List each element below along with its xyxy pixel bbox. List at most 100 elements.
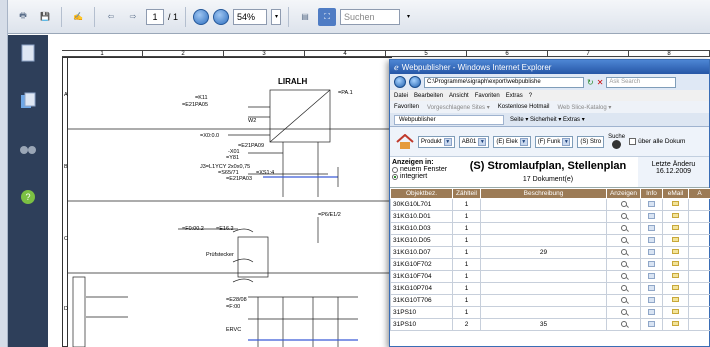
email-icon[interactable] <box>672 285 679 290</box>
stop-icon[interactable]: ✕ <box>596 77 604 87</box>
view-cell[interactable] <box>606 258 641 271</box>
menu-file[interactable]: Datei <box>394 92 409 99</box>
circuit-select[interactable]: (S) Stro <box>577 135 605 148</box>
object-cell[interactable]: 31KG10.D05 <box>390 234 453 247</box>
info-icon[interactable] <box>648 200 655 207</box>
email-cell[interactable] <box>662 306 689 319</box>
previous-page-icon[interactable]: ⇦ <box>107 12 115 21</box>
email-cell[interactable] <box>662 318 689 331</box>
search-all-checkbox[interactable]: über alle Dokum <box>629 138 685 145</box>
email-icon[interactable] <box>672 225 679 230</box>
object-cell[interactable]: 31KG10.D03 <box>390 222 453 235</box>
info-icon[interactable] <box>648 308 655 315</box>
info-cell[interactable] <box>640 210 663 223</box>
home-icon[interactable] <box>396 133 414 150</box>
help-icon[interactable]: ? <box>18 187 38 207</box>
magnifier-icon[interactable] <box>620 320 627 327</box>
info-icon[interactable] <box>648 260 655 267</box>
col-object[interactable]: Objektbez. <box>390 188 453 199</box>
email-cell[interactable] <box>662 234 689 247</box>
attachments-icon[interactable] <box>18 91 38 111</box>
magnifier-icon[interactable] <box>620 212 627 219</box>
radio-button[interactable] <box>392 166 398 173</box>
print-icon[interactable]: 🖶 <box>19 10 27 20</box>
info-cell[interactable] <box>640 270 663 283</box>
info-cell[interactable] <box>640 246 663 259</box>
command-bar[interactable]: Seite ▾ Sicherheit ▾ Extras ▾ <box>510 117 585 123</box>
info-icon[interactable] <box>648 284 655 291</box>
magnifier-icon[interactable] <box>620 284 627 291</box>
email-icon[interactable] <box>672 249 679 254</box>
object-cell[interactable]: 31KG10F704 <box>390 270 453 283</box>
zoom-dropdown-icon[interactable]: ▾ <box>271 8 282 25</box>
object-cell[interactable]: 30KG10L701 <box>390 198 453 211</box>
email-cell[interactable] <box>662 270 689 283</box>
suggested-sites-link[interactable]: Vorgeschlagene Sites ▾ <box>427 104 490 111</box>
view-cell[interactable] <box>606 318 641 331</box>
info-cell[interactable] <box>640 234 663 247</box>
object-cell[interactable]: 31PS10 <box>390 306 453 319</box>
email-cell[interactable] <box>662 222 689 235</box>
magnifier-icon[interactable] <box>620 308 627 315</box>
email-icon[interactable] <box>672 261 679 266</box>
ie-search-input[interactable]: Ask Search <box>606 76 677 88</box>
col-more[interactable]: A <box>688 188 710 199</box>
view-cell[interactable] <box>606 306 641 319</box>
email-cell[interactable] <box>662 210 689 223</box>
signatures-icon[interactable] <box>18 139 38 159</box>
electrical-select[interactable]: (E) Elek▼ <box>493 135 531 148</box>
info-cell[interactable] <box>640 294 663 307</box>
email-icon[interactable] <box>672 309 679 314</box>
magnifier-icon[interactable] <box>620 296 627 303</box>
web-slice-gallery-link[interactable]: Web Slice-Katalog ▾ <box>557 104 612 111</box>
info-icon[interactable] <box>648 236 655 243</box>
address-input[interactable]: C:\Programme\sigraph\export\webpublishe <box>424 76 584 88</box>
radio-integrated[interactable]: integriert <box>392 173 456 180</box>
search-dropdown-icon[interactable]: ▾ <box>407 14 411 20</box>
sign-icon[interactable]: ✍ <box>73 12 83 21</box>
search-input[interactable]: Suchen <box>340 8 401 25</box>
info-icon[interactable] <box>648 224 655 231</box>
fit-width-icon[interactable]: ▤ <box>301 12 309 21</box>
email-cell[interactable] <box>662 282 689 295</box>
zoom-out-icon[interactable] <box>193 8 210 25</box>
menu-tools[interactable]: Extras <box>505 92 523 99</box>
info-icon[interactable] <box>648 212 655 219</box>
forward-button[interactable] <box>409 76 421 88</box>
magnifier-icon[interactable] <box>620 236 627 243</box>
save-icon[interactable]: 💾 <box>40 12 50 21</box>
page-number-input[interactable]: 1 <box>146 8 164 25</box>
info-icon[interactable] <box>648 248 655 255</box>
next-page-icon[interactable]: ⇨ <box>129 12 137 21</box>
info-icon[interactable] <box>648 272 655 279</box>
radio-button-checked[interactable] <box>392 173 398 180</box>
object-cell[interactable]: 31KG10.D01 <box>390 210 453 223</box>
email-icon[interactable] <box>672 273 679 278</box>
view-cell[interactable] <box>606 270 641 283</box>
search-go-button[interactable] <box>612 140 622 149</box>
favorites-button[interactable]: Favoriten <box>394 104 420 110</box>
zoom-in-icon[interactable] <box>213 8 230 25</box>
info-cell[interactable] <box>640 222 663 235</box>
object-cell[interactable]: 31KG10F702 <box>390 258 453 271</box>
email-cell[interactable] <box>662 198 689 211</box>
tab-webpublisher[interactable]: Webpublisher <box>394 114 504 125</box>
email-icon[interactable] <box>672 237 679 242</box>
view-cell[interactable] <box>606 282 641 295</box>
info-cell[interactable] <box>640 198 663 211</box>
magnifier-icon[interactable] <box>620 200 627 207</box>
col-email[interactable]: eMail <box>662 188 689 199</box>
view-cell[interactable] <box>606 222 641 235</box>
object-cell[interactable]: 31KG10T706 <box>390 294 453 307</box>
email-icon[interactable] <box>672 297 679 302</box>
zoom-select[interactable]: 54% <box>233 8 268 25</box>
